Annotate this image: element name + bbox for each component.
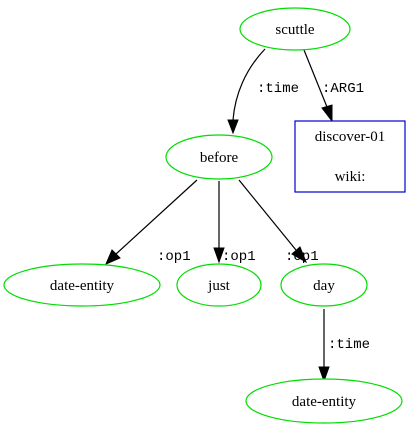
node-shape (239, 7, 351, 51)
edge-label-op1: :op1 (285, 249, 319, 265)
edge-label-time: :time (328, 337, 370, 353)
edge-line (232, 48, 266, 121)
edge-label-time: :time (257, 81, 299, 97)
edge-before-date-entity: :op1 (105, 179, 198, 265)
arrowhead (318, 366, 330, 383)
node-label: date-entity (292, 394, 357, 410)
arrowhead (321, 104, 333, 123)
edge-line (238, 179, 297, 251)
edge-day-date-entity: :time (318, 309, 370, 383)
arrowhead (227, 119, 239, 135)
edge-line (115, 179, 198, 255)
node-before: before (165, 134, 273, 180)
node-label: scuttle (275, 22, 314, 38)
arrowhead (291, 246, 307, 264)
node-label: date-entity (50, 278, 115, 294)
node-shape (3, 263, 161, 307)
arrowhead (213, 247, 225, 264)
node-date-entity: date-entity (245, 378, 403, 424)
edge-before-day: :op1 (238, 179, 319, 265)
edge-label-arg1: :ARG1 (322, 81, 364, 97)
node-just: just (176, 263, 262, 307)
edge-line (303, 49, 328, 108)
node-date-entity: date-entity (3, 263, 161, 307)
edge-scuttle-before: :time (227, 48, 299, 135)
node-label: discover-01 (315, 129, 386, 145)
arrowhead (105, 249, 121, 265)
node-shape (176, 263, 262, 307)
node-shape (294, 120, 406, 193)
node-shape (280, 263, 368, 307)
node-shape (165, 134, 273, 180)
node-shape (245, 378, 403, 424)
node-label: day (313, 278, 335, 294)
edge-label-op1: :op1 (157, 249, 191, 265)
node-day: day (280, 263, 368, 307)
edge-scuttle-discover: :ARG1 (303, 49, 364, 123)
node-label: just (207, 278, 231, 294)
node-scuttle: scuttle (239, 7, 351, 51)
node-sublabel: wiki: (335, 169, 366, 185)
edge-label-op1: :op1 (222, 249, 256, 265)
node-discover-01: discover-01 wiki: (294, 120, 406, 193)
node-label: before (200, 150, 239, 166)
edge-before-just: :op1 (213, 181, 256, 265)
